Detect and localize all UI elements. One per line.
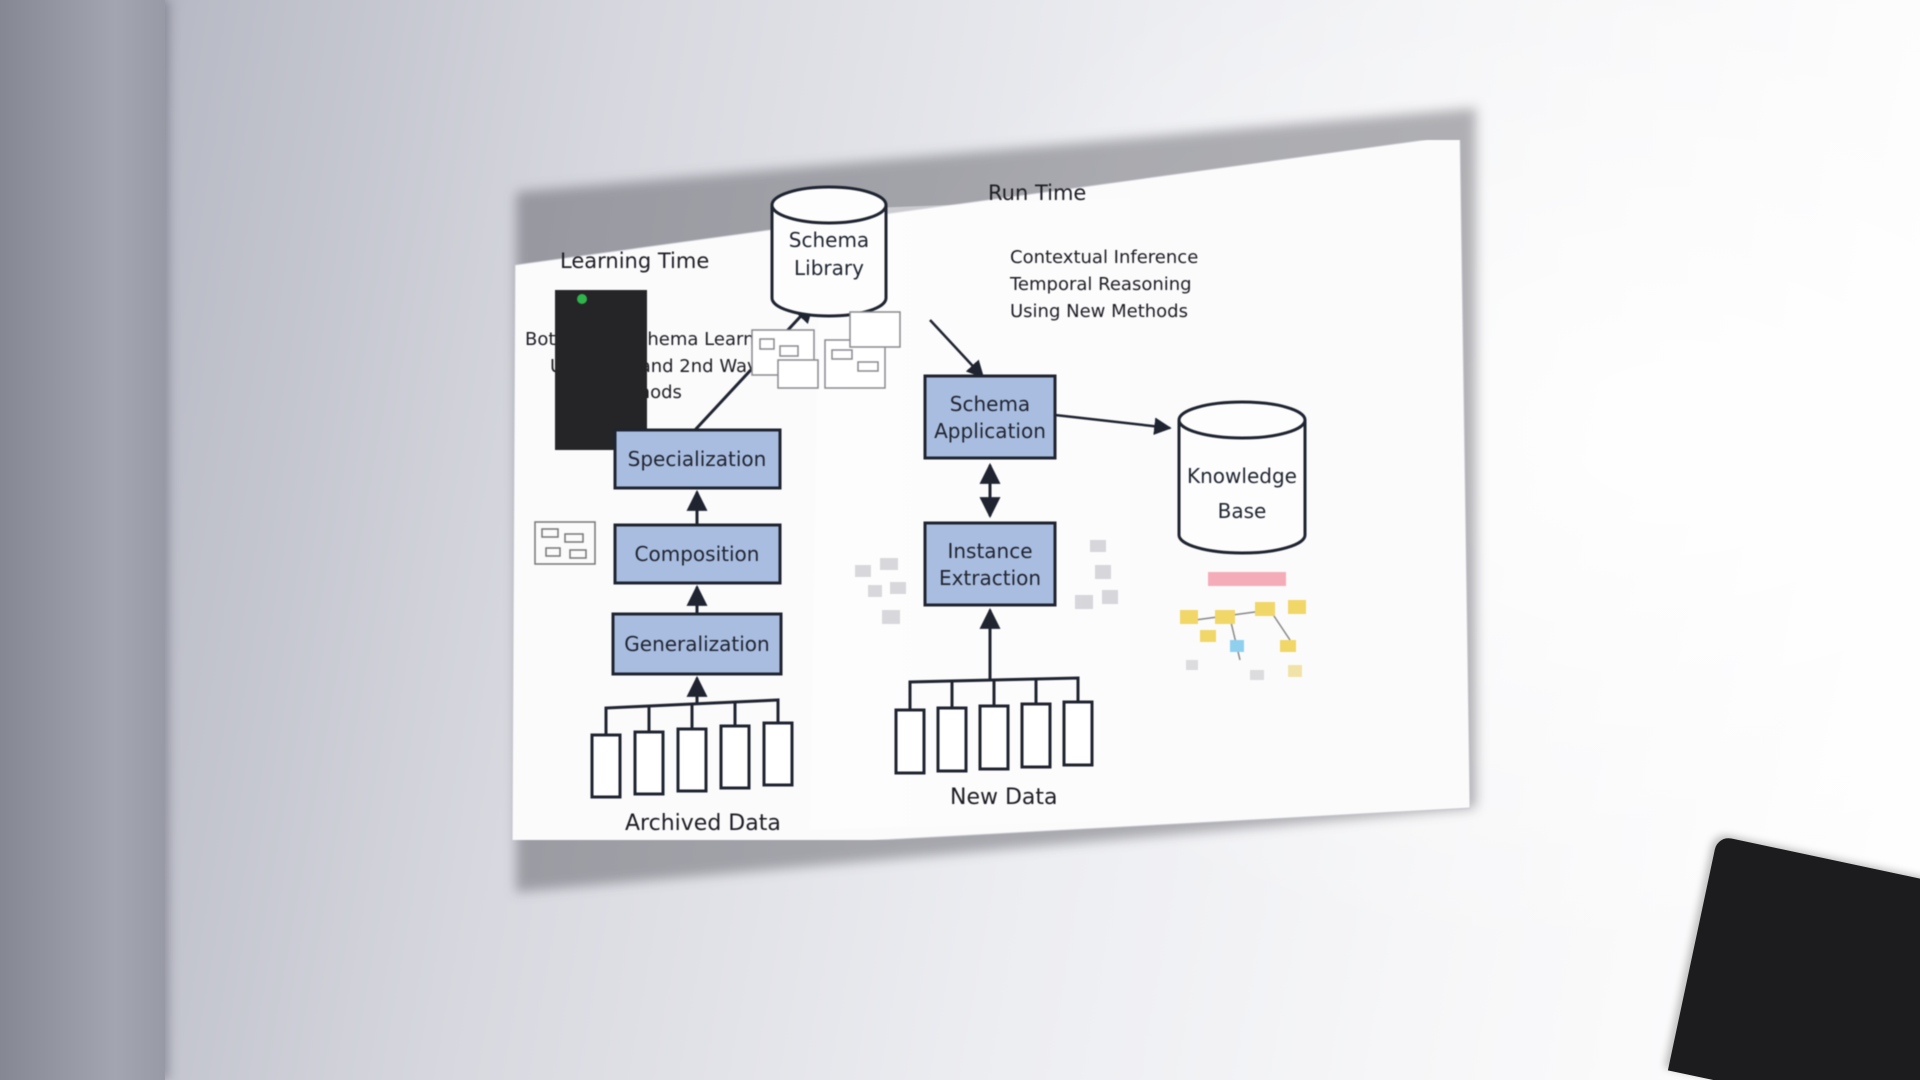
office-chair	[1667, 835, 1920, 1080]
wall-corner	[0, 0, 165, 1080]
run-bullet-1: Contextual Inference	[1010, 247, 1198, 268]
schema-poster: Learning Time Bottom-up Schema Learning …	[510, 140, 1470, 840]
green-dot	[577, 294, 587, 304]
svg-text:Schema: Schema	[950, 392, 1030, 416]
svg-text:Knowledge: Knowledge	[1187, 464, 1297, 488]
step-instance-extraction: Instance Extraction	[923, 521, 1057, 607]
schema-thumbnail	[534, 521, 596, 565]
instance-fragments	[855, 540, 1118, 624]
new-data-documents	[894, 700, 1094, 775]
svg-text:Instance: Instance	[947, 539, 1032, 563]
svg-text:Extraction: Extraction	[939, 566, 1041, 590]
library-schema-thumbnails	[751, 311, 901, 389]
svg-text:Application: Application	[934, 419, 1046, 443]
step-composition: Composition	[613, 523, 782, 585]
knowledge-base-cylinder: Knowledge Base	[1177, 400, 1307, 555]
archived-data-label: Archived Data	[625, 811, 781, 836]
svg-text:Generalization: Generalization	[624, 632, 769, 656]
learning-time-title: Learning Time	[560, 249, 709, 273]
svg-text:Library: Library	[794, 256, 864, 280]
run-time-title: Run Time	[988, 181, 1086, 205]
new-data-label: New Data	[950, 785, 1058, 810]
glare-reflection	[810, 198, 1130, 830]
svg-text:Specialization: Specialization	[628, 447, 767, 471]
step-schema-application: Schema Application	[923, 374, 1057, 460]
knowledge-graph	[1180, 572, 1306, 680]
run-bullet-2: Temporal Reasoning	[1009, 274, 1192, 295]
svg-text:Composition: Composition	[635, 542, 760, 566]
step-specialization: Specialization	[613, 428, 782, 490]
step-generalization: Generalization	[611, 612, 783, 676]
svg-text:Schema: Schema	[789, 228, 869, 252]
schema-library-cylinder: Schema Library	[770, 185, 888, 318]
run-bullet-3: Using New Methods	[1010, 301, 1188, 322]
svg-text:Base: Base	[1218, 499, 1267, 523]
dark-sticker	[555, 290, 647, 450]
